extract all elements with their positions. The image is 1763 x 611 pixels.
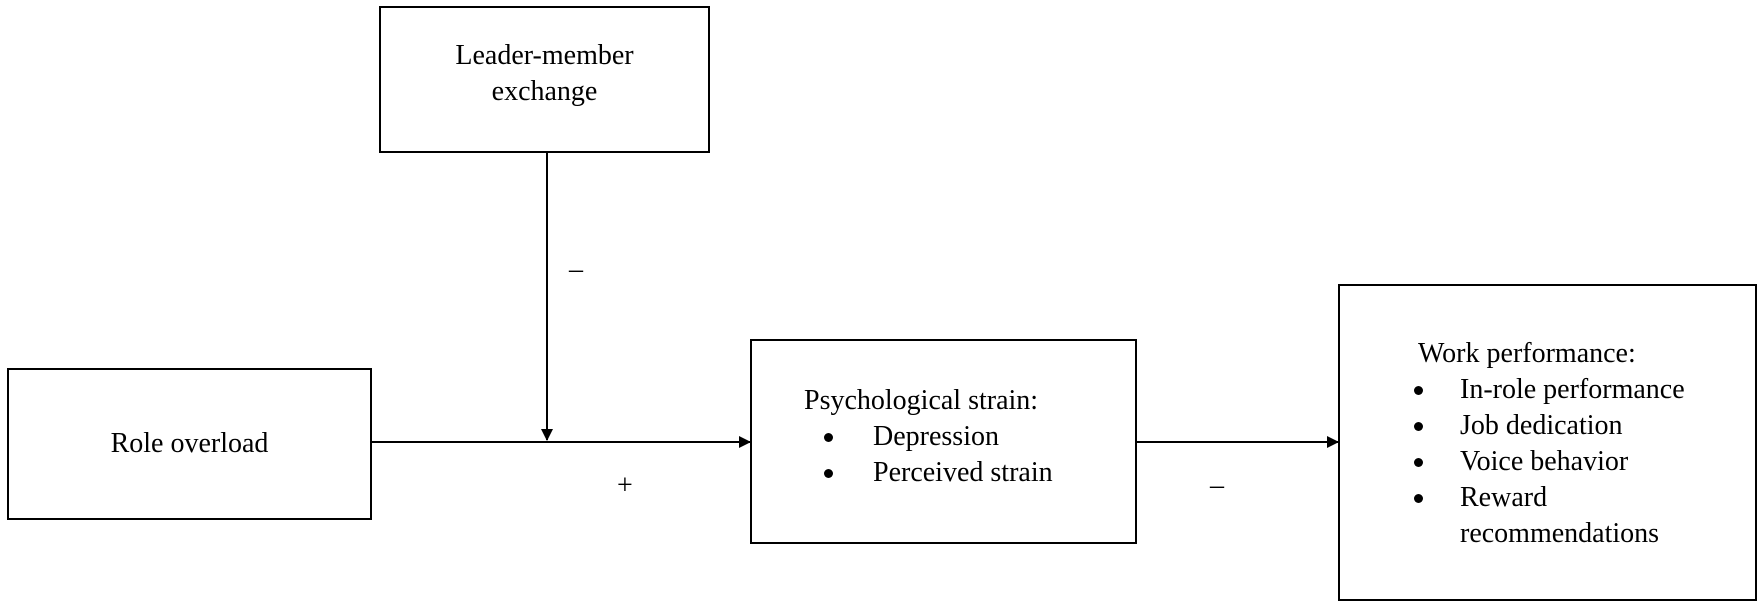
role-overload-label: Role overload: [110, 428, 269, 459]
bullet-icon: [824, 433, 833, 442]
list-item: Reward: [1340, 480, 1755, 516]
psychological-strain-list: Depression Perceived strain: [752, 419, 1135, 491]
strain-to-performance-sign: –: [1210, 470, 1224, 501]
list-item: Depression: [752, 419, 1135, 455]
role-to-strain-sign: +: [617, 470, 633, 501]
leader-member-exchange-box: Leader-member exchange: [379, 6, 710, 153]
list-item: Voice behavior: [1340, 444, 1755, 480]
bullet-icon: [824, 469, 833, 478]
bullet-icon: [1414, 386, 1423, 395]
work-performance-list: In-role performance Job dedication Voice…: [1340, 372, 1755, 552]
moderation-sign: –: [569, 254, 583, 285]
lmx-label-line1: Leader-member: [455, 40, 634, 71]
list-item-continuation: recommendations: [1460, 518, 1660, 549]
psychological-strain-box: Psychological strain: Depression Perceiv…: [750, 339, 1137, 544]
work-performance-title: Work performance:: [1418, 338, 1636, 369]
work-performance-box: Work performance: In-role performance Jo…: [1338, 284, 1757, 601]
list-item: In-role performance: [1340, 372, 1755, 408]
list-item: Job dedication: [1340, 408, 1755, 444]
psychological-strain-title: Psychological strain:: [804, 385, 1039, 416]
bullet-icon: [1414, 494, 1423, 503]
lmx-label-line2: exchange: [491, 76, 598, 107]
bullet-icon: [1414, 422, 1423, 431]
bullet-icon: [1414, 458, 1423, 467]
role-overload-box: Role overload: [7, 368, 372, 520]
list-item: Perceived strain: [752, 455, 1135, 491]
